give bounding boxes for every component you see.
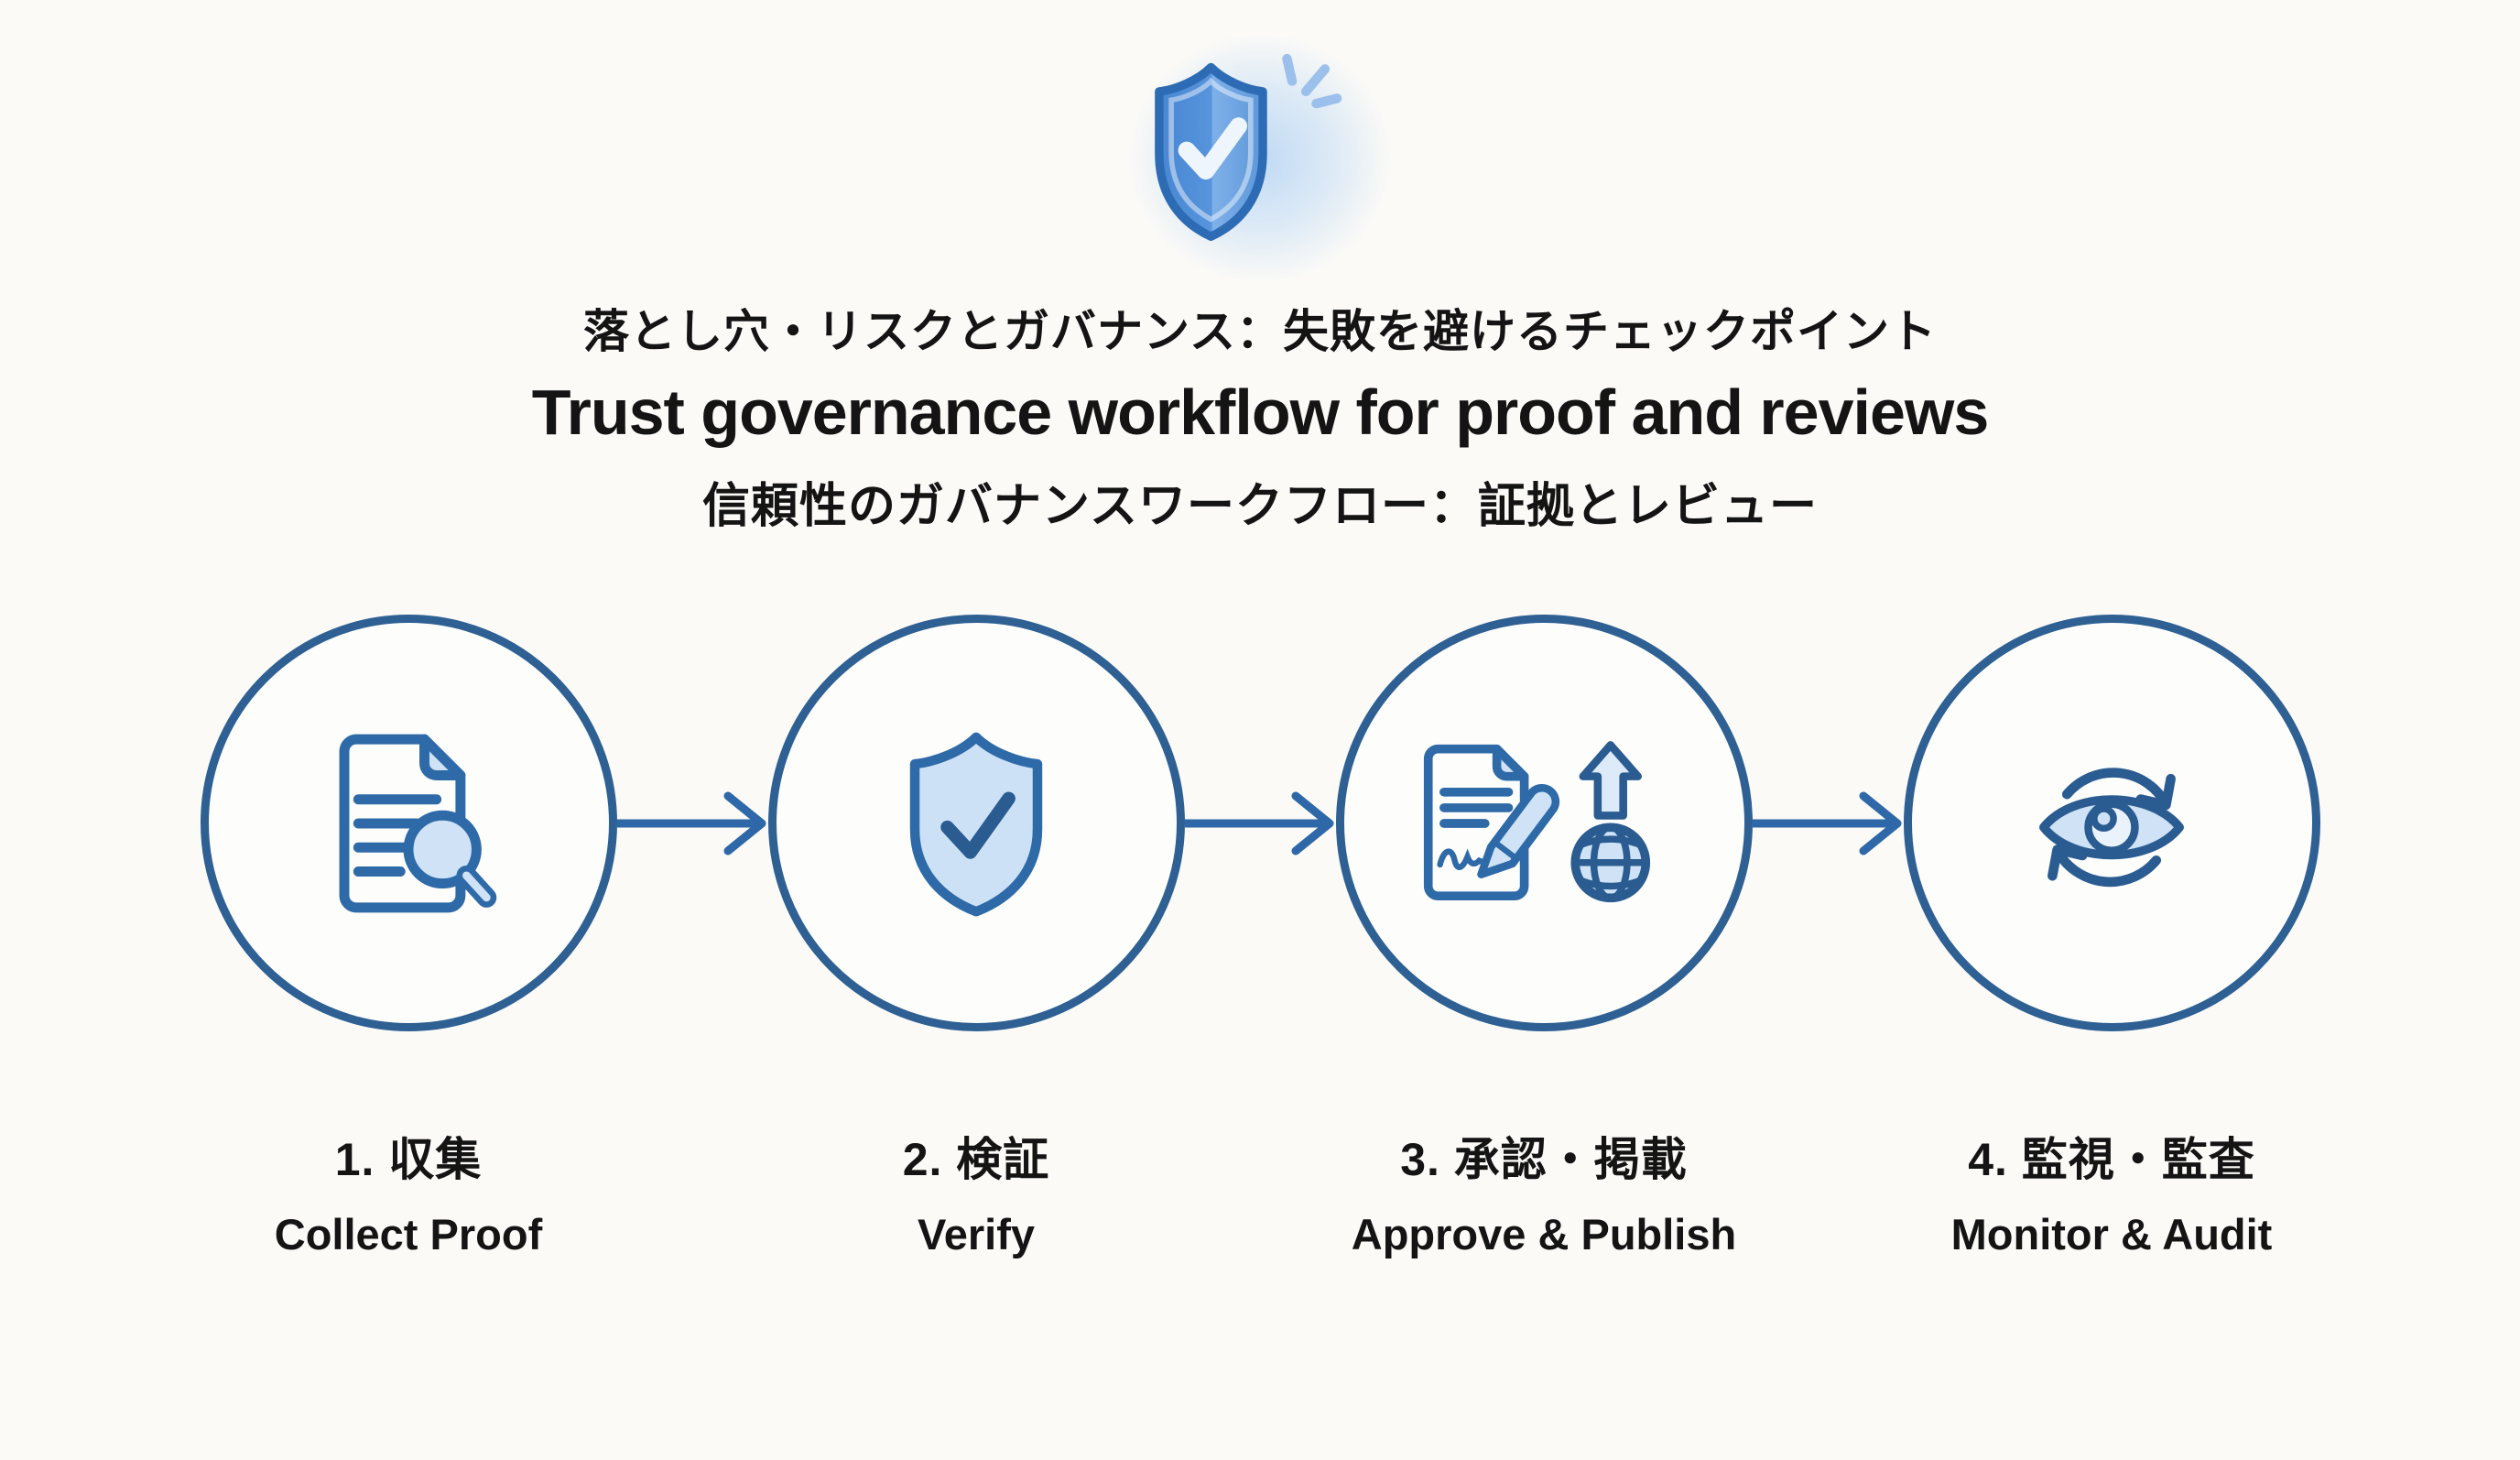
- step-circle-verify: [767, 615, 1185, 1031]
- title-english: Trust governance workflow for proof and …: [531, 376, 1990, 448]
- subtitle-japanese: 信頼性のガバナンスワークフロー：証拠とレビュー: [702, 480, 1818, 533]
- step-label-verify: 2. 検証 Verify: [768, 1123, 1185, 1259]
- step-label-jp: 1. 収集: [334, 1134, 483, 1185]
- shield-check-icon: [909, 732, 1043, 917]
- step-labels-row: 1. 収集 Collect Proof 2. 検証 Verify 3. 承認・掲…: [201, 1123, 2320, 1259]
- step-circle-collect: [200, 615, 617, 1031]
- step-label-en: Verify: [917, 1210, 1036, 1258]
- workflow-diagram: [200, 615, 2320, 1031]
- arrow-right-icon: [1752, 791, 1901, 855]
- step-label-monitor-audit: 4. 監視・監査 Monitor & Audit: [1904, 1123, 2320, 1259]
- hero-badge: [1077, 0, 1443, 332]
- flow-connector: [1752, 768, 1904, 878]
- step-label-en: Collect Proof: [274, 1210, 543, 1258]
- step-label-jp: 2. 検証: [902, 1134, 1050, 1185]
- monitor-audit-icon: [2039, 767, 2184, 887]
- step-label-jp: 4. 監視・監査: [1968, 1134, 2255, 1185]
- step-label-collect: 1. 収集 Collect Proof: [201, 1123, 617, 1259]
- step-circle-approve-publish: [1335, 615, 1753, 1031]
- shield-check-badge-icon: [1155, 53, 1342, 241]
- step-label-en: Monitor & Audit: [1950, 1210, 2273, 1258]
- sparkle-icon: [1282, 53, 1342, 109]
- step-circle-monitor-audit: [1903, 615, 2320, 1031]
- flow-connector: [616, 768, 768, 878]
- arrow-right-icon: [616, 791, 766, 855]
- document-search-icon: [339, 734, 497, 912]
- flow-connector: [1184, 768, 1336, 878]
- arrow-right-icon: [1184, 791, 1333, 855]
- step-label-en: Approve & Publish: [1351, 1210, 1737, 1258]
- step-label-approve-publish: 3. 承認・掲載 Approve & Publish: [1336, 1123, 1753, 1259]
- approve-publish-icon: [1423, 740, 1651, 902]
- step-label-jp: 3. 承認・掲載: [1400, 1134, 1688, 1185]
